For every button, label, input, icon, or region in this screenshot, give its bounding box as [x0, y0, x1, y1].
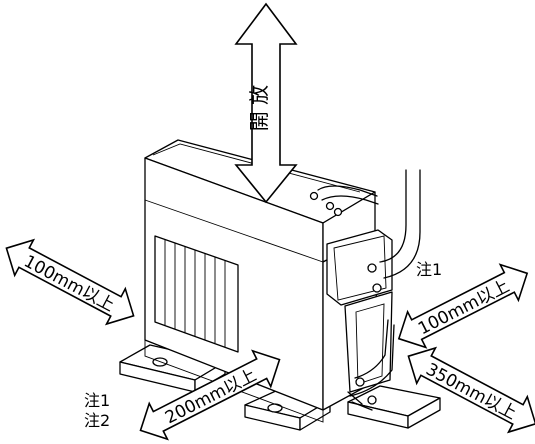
note-base-2: 注2: [84, 411, 110, 430]
note-base-1: 注1: [84, 391, 110, 410]
valve-panel: [326, 229, 393, 405]
fan-grille: [154, 235, 239, 353]
refrigerant-piping: [309, 169, 421, 411]
right-upper-clearance-label: 100mm以上: [415, 276, 513, 339]
left-clearance-label: 100mm以上: [20, 252, 117, 316]
left-clearance-arrow: 100mm以上: [5, 238, 135, 326]
mounting-base-right: [347, 385, 441, 429]
top-clearance-arrow: [234, 2, 298, 204]
right-upper-clearance-arrow: 100mm以上: [397, 263, 529, 349]
right-lower-clearance-arrow: 350mm以上: [407, 346, 535, 434]
top-clearance-label: 開 放: [247, 85, 271, 131]
right-lower-clearance-label: 350mm以上: [422, 360, 519, 424]
note-pipe-upper: 注1: [416, 260, 442, 279]
